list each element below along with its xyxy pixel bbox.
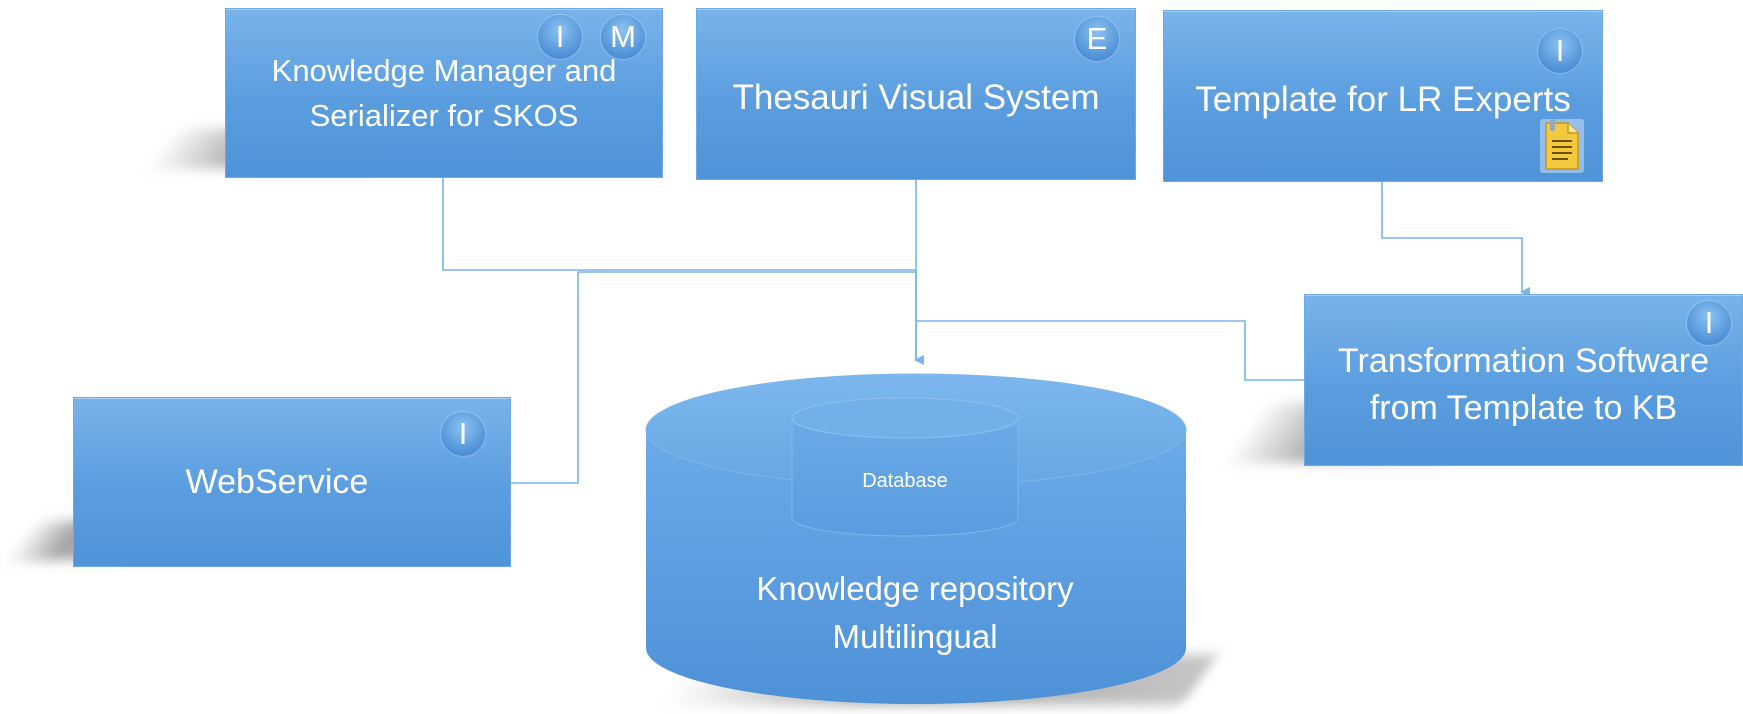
webservice-label: WebService (185, 462, 369, 501)
badge-m: M (601, 15, 645, 59)
template-to-transformation-connector (1381, 182, 1530, 297)
knowledge-repository-label: Knowledge repository Multilingual (756, 570, 1074, 655)
thesauri-label: Thesauri Visual System (732, 78, 1100, 117)
badge-i: I (1687, 301, 1731, 345)
badge-i: I (1538, 29, 1582, 73)
template-label: Template for LR Experts (1195, 80, 1571, 119)
thesauri-box[interactable]: Thesauri Visual System E (696, 8, 1136, 180)
database-label: Database (862, 470, 948, 492)
knowledge-repository-cylinder[interactable] (640, 358, 1200, 708)
transformation-box[interactable]: Transformation Software from Template to… (1304, 294, 1743, 466)
template-box[interactable]: Template for LR Experts I (1163, 10, 1603, 182)
badge-i: I (538, 15, 582, 59)
webservice-box[interactable]: WebService I (73, 397, 511, 567)
badge-e: E (1075, 17, 1119, 61)
document-icon (1540, 119, 1584, 173)
km-to-repository-connector (442, 178, 924, 365)
badge-i: I (441, 412, 485, 456)
transformation-label: Transformation Software from Template to… (1338, 342, 1709, 427)
knowledge-manager-box[interactable]: Knowledge Manager and Serializer for SKO… (225, 8, 663, 178)
knowledge-manager-label: Knowledge Manager and Serializer for SKO… (271, 53, 617, 133)
